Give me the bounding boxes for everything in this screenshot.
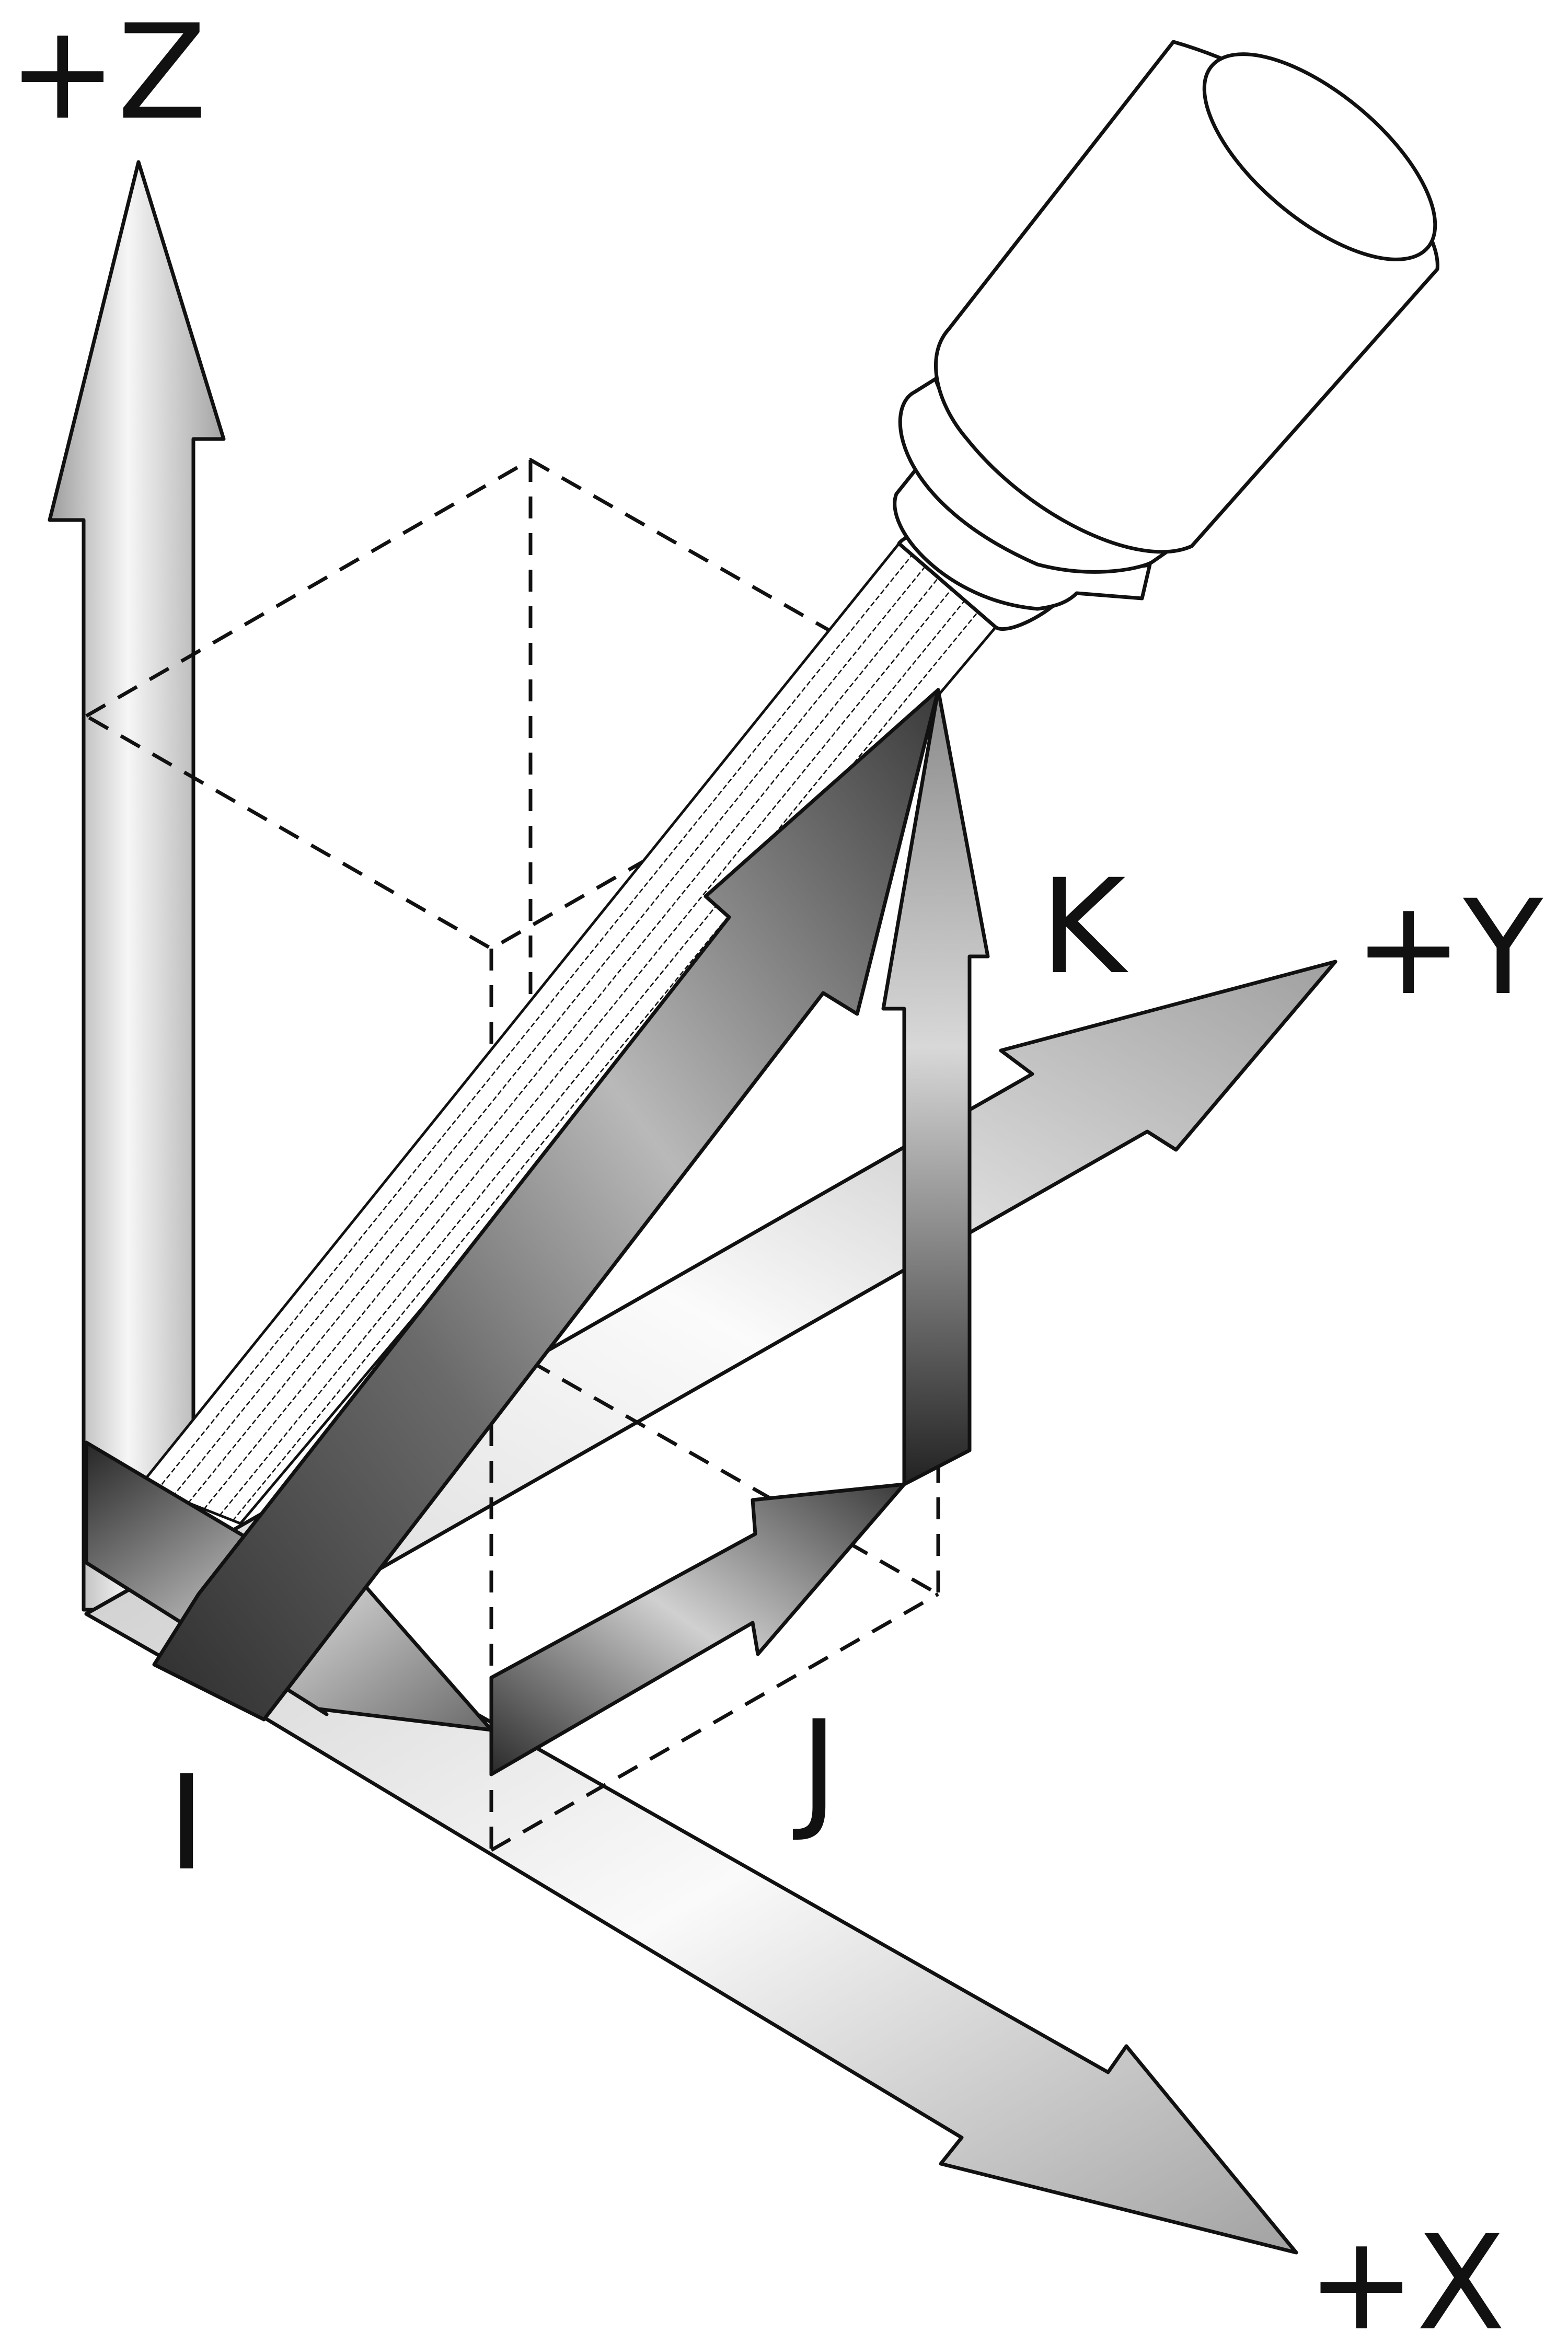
z-axis-arrow [48, 160, 226, 1612]
z-axis-label: +Z [8, 0, 207, 148]
resultant-vector-arrow [152, 688, 940, 1722]
tool-axis-beam [139, 541, 998, 1525]
k-vector-arrow [881, 688, 990, 1486]
spindle-tool [893, 40, 1439, 631]
k-vector-label: K [1040, 851, 1129, 1003]
y-axis-label: +Y [1354, 872, 1543, 1024]
j-vector-arrow [489, 1482, 906, 1776]
i-vector-label: I [167, 1747, 206, 1899]
x-axis-label: +X [1307, 2207, 1506, 2332]
j-vector-label: J [793, 1692, 838, 1844]
